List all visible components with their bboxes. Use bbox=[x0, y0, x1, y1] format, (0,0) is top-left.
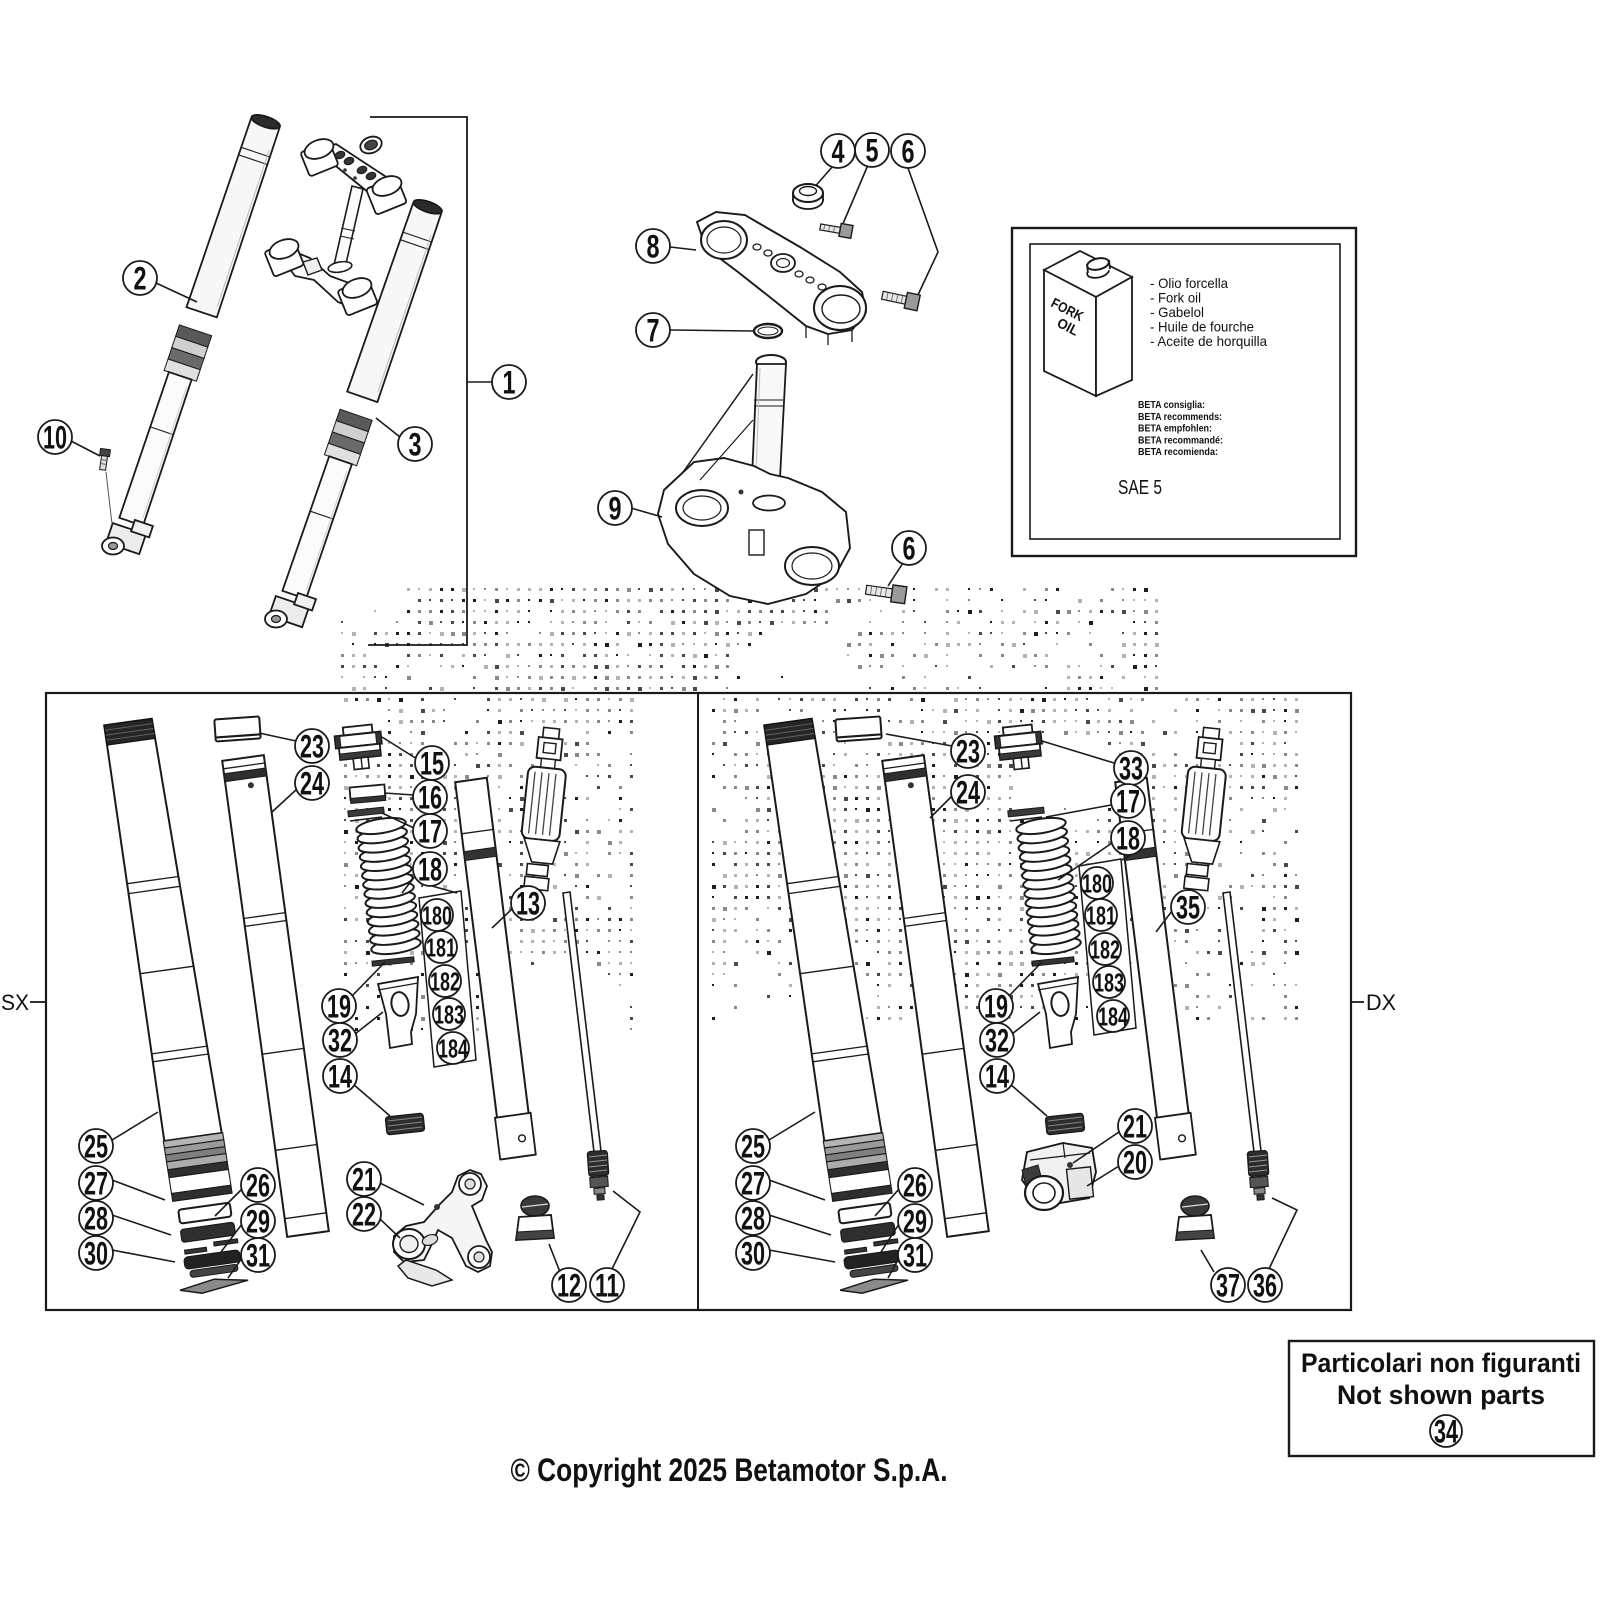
svg-text:7: 7 bbox=[647, 313, 660, 349]
svg-text:183: 183 bbox=[1094, 967, 1124, 997]
svg-text:32: 32 bbox=[328, 1023, 352, 1059]
svg-text:17: 17 bbox=[1116, 784, 1140, 820]
svg-text:- Gabelol: - Gabelol bbox=[1150, 304, 1204, 320]
svg-text:13: 13 bbox=[516, 886, 540, 922]
svg-text:8: 8 bbox=[647, 229, 660, 265]
svg-text:29: 29 bbox=[246, 1204, 270, 1240]
svg-text:10: 10 bbox=[43, 420, 67, 456]
svg-text:24: 24 bbox=[300, 766, 324, 802]
svg-text:21: 21 bbox=[352, 1162, 376, 1198]
svg-text:36: 36 bbox=[1253, 1268, 1277, 1304]
svg-text:14: 14 bbox=[985, 1059, 1009, 1095]
svg-text:20: 20 bbox=[1123, 1145, 1147, 1181]
svg-text:28: 28 bbox=[741, 1201, 765, 1237]
svg-text:9: 9 bbox=[609, 491, 622, 527]
svg-text:30: 30 bbox=[741, 1236, 765, 1272]
svg-text:1: 1 bbox=[503, 365, 516, 401]
svg-text:© Copyright 2025 Betamotor S.p: © Copyright 2025 Betamotor S.p.A. bbox=[511, 1452, 948, 1488]
svg-text:SAE 5: SAE 5 bbox=[1118, 477, 1162, 499]
svg-text:15: 15 bbox=[420, 746, 444, 782]
svg-text:BETA consiglia:: BETA consiglia: bbox=[1138, 400, 1205, 411]
svg-text:32: 32 bbox=[985, 1023, 1009, 1059]
svg-text:30: 30 bbox=[84, 1236, 108, 1272]
svg-text:17: 17 bbox=[418, 814, 442, 850]
svg-text:182: 182 bbox=[430, 966, 460, 996]
svg-text:23: 23 bbox=[956, 734, 980, 770]
svg-text:6: 6 bbox=[903, 531, 916, 567]
svg-text:181: 181 bbox=[426, 932, 456, 962]
svg-text:181: 181 bbox=[1086, 900, 1116, 930]
svg-text:180: 180 bbox=[422, 900, 452, 930]
svg-text:29: 29 bbox=[903, 1204, 927, 1240]
svg-text:35: 35 bbox=[1176, 890, 1200, 926]
svg-text:183: 183 bbox=[434, 999, 464, 1029]
svg-text:6: 6 bbox=[902, 134, 915, 170]
svg-text:21: 21 bbox=[1123, 1109, 1147, 1145]
svg-text:25: 25 bbox=[84, 1129, 108, 1165]
svg-text:182: 182 bbox=[1090, 934, 1120, 964]
svg-text:16: 16 bbox=[418, 780, 442, 816]
svg-text:11: 11 bbox=[595, 1268, 619, 1304]
svg-text:4: 4 bbox=[832, 134, 845, 170]
svg-text:180: 180 bbox=[1082, 868, 1112, 898]
svg-text:18: 18 bbox=[1116, 821, 1140, 857]
svg-text:19: 19 bbox=[984, 989, 1008, 1025]
svg-text:24: 24 bbox=[956, 775, 980, 811]
svg-text:31: 31 bbox=[246, 1238, 270, 1274]
svg-text:31: 31 bbox=[903, 1238, 927, 1274]
svg-text:DX: DX bbox=[1366, 990, 1396, 1015]
svg-text:Particolari non figuranti: Particolari non figuranti bbox=[1301, 1348, 1581, 1378]
svg-text:Not shown parts: Not shown parts bbox=[1337, 1380, 1545, 1410]
svg-text:14: 14 bbox=[328, 1059, 352, 1095]
svg-text:27: 27 bbox=[741, 1166, 765, 1202]
svg-text:18: 18 bbox=[418, 852, 442, 888]
svg-text:19: 19 bbox=[327, 989, 351, 1025]
svg-text:26: 26 bbox=[903, 1168, 927, 1204]
svg-text:- Aceite de horquilla: - Aceite de horquilla bbox=[1150, 333, 1267, 349]
svg-text:34: 34 bbox=[1434, 1414, 1458, 1450]
svg-text:22: 22 bbox=[352, 1197, 376, 1233]
svg-text:12: 12 bbox=[557, 1268, 581, 1304]
svg-text:3: 3 bbox=[409, 427, 422, 463]
svg-text:23: 23 bbox=[300, 729, 324, 765]
svg-text:184: 184 bbox=[1098, 1001, 1128, 1031]
svg-text:BETA empfohlen:: BETA empfohlen: bbox=[1138, 424, 1212, 435]
svg-text:- Olio forcella: - Olio forcella bbox=[1150, 275, 1228, 291]
svg-text:25: 25 bbox=[741, 1129, 765, 1165]
svg-text:33: 33 bbox=[1119, 751, 1143, 787]
svg-text:5: 5 bbox=[866, 133, 879, 169]
svg-text:SX: SX bbox=[1, 990, 29, 1015]
svg-text:184: 184 bbox=[438, 1033, 468, 1063]
svg-text:2: 2 bbox=[134, 261, 147, 297]
svg-text:BETA recomienda:: BETA recomienda: bbox=[1138, 447, 1218, 458]
svg-text:BETA recommends:: BETA recommends: bbox=[1138, 412, 1222, 423]
svg-text:26: 26 bbox=[246, 1168, 270, 1204]
svg-text:- Huile de fourche: - Huile de fourche bbox=[1150, 319, 1254, 335]
svg-text:37: 37 bbox=[1216, 1268, 1240, 1304]
svg-text:BETA recommandé:: BETA recommandé: bbox=[1138, 435, 1223, 446]
svg-text:- Fork oil: - Fork oil bbox=[1150, 290, 1201, 306]
svg-text:27: 27 bbox=[84, 1166, 108, 1202]
svg-text:28: 28 bbox=[84, 1201, 108, 1237]
